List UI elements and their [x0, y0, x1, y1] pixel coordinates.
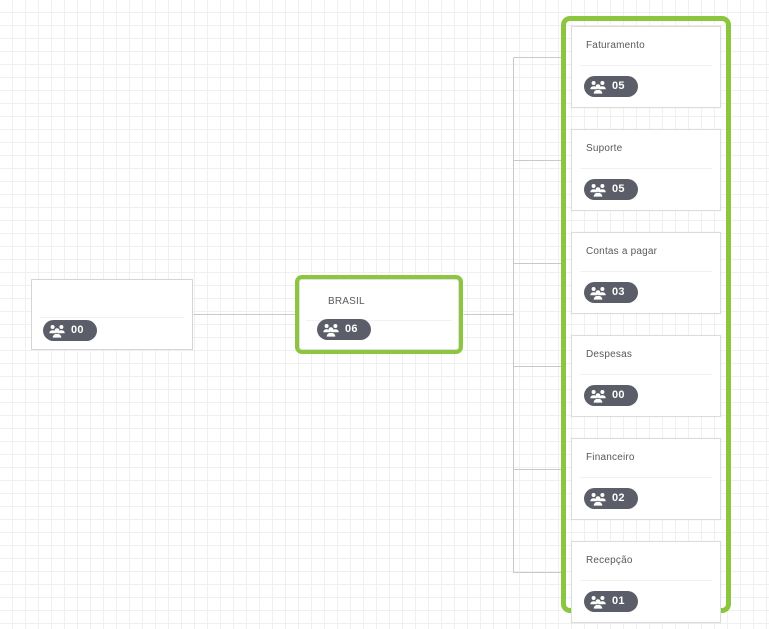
- org-node-child-title: Faturamento: [586, 40, 645, 51]
- org-node-child-member-count: 02: [612, 492, 625, 504]
- org-node-child-title: Despesas: [586, 349, 633, 360]
- people-group-icon: [590, 286, 606, 300]
- org-node-brasil-member-badge[interactable]: 06: [317, 319, 371, 340]
- org-node-root-member-badge[interactable]: 00: [43, 320, 97, 341]
- org-node-child[interactable]: Faturamento 05: [571, 26, 721, 108]
- org-node-brasil-selection-frame[interactable]: BRASIL 06: [295, 275, 463, 354]
- org-node-child-divider: [580, 580, 712, 581]
- org-node-child-member-count: 01: [612, 595, 625, 607]
- org-node-child-member-count: 05: [612, 183, 625, 195]
- org-node-brasil-title: BRASIL: [328, 296, 365, 307]
- people-group-icon: [323, 323, 339, 337]
- org-node-child-member-badge[interactable]: 05: [584, 179, 638, 200]
- org-node-child-divider: [580, 374, 712, 375]
- org-node-child[interactable]: Despesas 00: [571, 335, 721, 417]
- org-node-child-divider: [580, 271, 712, 272]
- org-node-child-member-badge[interactable]: 02: [584, 488, 638, 509]
- org-node-child[interactable]: Recepção 01: [571, 541, 721, 623]
- people-group-icon: [590, 389, 606, 403]
- org-node-child-title: Recepção: [586, 555, 633, 566]
- org-node-root-member-count: 00: [71, 324, 84, 336]
- people-group-icon: [590, 595, 606, 609]
- org-node-child-member-badge[interactable]: 05: [584, 76, 638, 97]
- org-node-child[interactable]: Financeiro 02: [571, 438, 721, 520]
- org-node-child[interactable]: Contas a pagar 03: [571, 232, 721, 314]
- org-node-root[interactable]: 00: [31, 279, 193, 350]
- org-node-child-member-count: 00: [612, 389, 625, 401]
- people-group-icon: [590, 80, 606, 94]
- org-node-child-member-badge[interactable]: 00: [584, 385, 638, 406]
- org-node-brasil-member-count: 06: [345, 323, 358, 335]
- org-group-children: Faturamento 05 Suporte 05: [561, 16, 731, 623]
- org-node-child-title: Suporte: [586, 143, 623, 154]
- org-node-child-member-count: 05: [612, 80, 625, 92]
- people-group-icon: [590, 492, 606, 506]
- org-node-child-member-badge[interactable]: 01: [584, 591, 638, 612]
- people-group-icon: [590, 183, 606, 197]
- org-node-child-divider: [580, 168, 712, 169]
- org-node-child-member-badge[interactable]: 03: [584, 282, 638, 303]
- org-node-child-title: Contas a pagar: [586, 246, 658, 257]
- org-node-brasil[interactable]: BRASIL 06: [299, 279, 459, 350]
- org-node-root-divider: [40, 317, 184, 318]
- org-node-child[interactable]: Suporte 05: [571, 129, 721, 211]
- org-node-child-member-count: 03: [612, 286, 625, 298]
- org-node-brasil-divider: [306, 320, 452, 321]
- people-group-icon: [49, 324, 65, 338]
- org-node-child-title: Financeiro: [586, 452, 635, 463]
- org-node-child-divider: [580, 477, 712, 478]
- org-node-child-divider: [580, 65, 712, 66]
